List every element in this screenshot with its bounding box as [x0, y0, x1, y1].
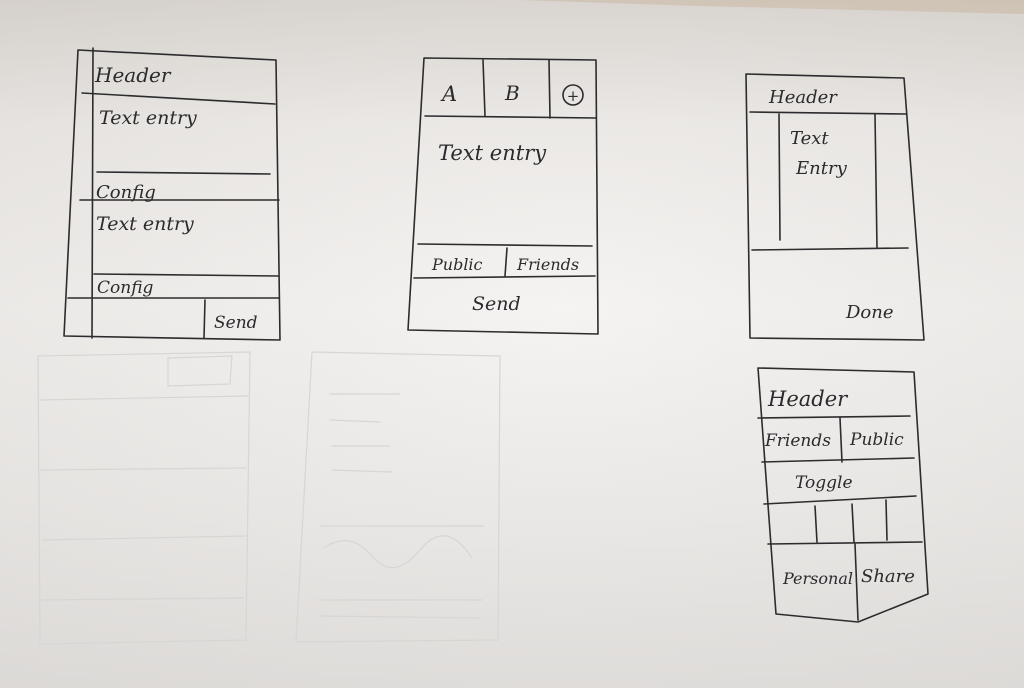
wireframe-1-header-label: Header [94, 63, 172, 87]
wireframe-1-config-label: Config [96, 182, 156, 203]
wireframe-4-public-label: Public [849, 430, 904, 450]
wireframe-1-text-entry-label: Text entry [96, 213, 194, 235]
wireframe-4-divider [761, 457, 915, 463]
wireframe-2-add-symbol: + [567, 87, 580, 105]
wireframe-4-header-label: Header [767, 387, 849, 411]
wireframe-4-friends-label: Friends [764, 431, 831, 451]
wireframe-1-left-margin [91, 47, 94, 339]
wireframe-1-outline [63, 49, 281, 341]
wireframe-1-divider [96, 171, 271, 175]
wireframe-4-divider [763, 495, 917, 505]
wireframe-4-personal-label: Personal [782, 569, 853, 588]
wireframe-2-text-entry-label: Text entry [438, 141, 547, 165]
wireframe-4-toggle-label: Toggle [795, 473, 853, 493]
wireframe-3: Header Text Entry Done [745, 73, 925, 341]
wireframe-2-divider [417, 243, 593, 247]
wireframe-1-divider [81, 92, 276, 105]
wireframe-3-divider [749, 111, 907, 115]
wireframe-3-entry-label: Entry [795, 158, 848, 179]
wireframe-4-divider [767, 541, 923, 545]
wireframe-2-send-label: Send [472, 293, 521, 315]
wireframe-2-divider [504, 247, 508, 277]
wireframe-3-divider [874, 113, 878, 249]
wireframe-2-tab-b-label: B [504, 81, 520, 105]
show-through-marks [37, 351, 501, 645]
wireframe-2: A B + Text entry Public Friends Send [407, 57, 599, 335]
wireframe-4-share-label: Share [861, 566, 915, 587]
wireframe-3-divider [751, 247, 909, 251]
wireframe-3-outline [745, 73, 925, 341]
add-icon [562, 84, 584, 106]
wireframe-1-divider [93, 273, 279, 277]
wireframe-4-divider [814, 499, 888, 543]
wireframe-4-divider [839, 417, 843, 463]
wireframe-2-divider [424, 115, 597, 119]
wireframe-1: Header Text entry Config Text entry Conf… [63, 47, 281, 341]
wireframe-4-outline [757, 367, 929, 623]
wireframe-2-outline [407, 57, 599, 335]
wireframe-2-tab-a-label: A [440, 82, 457, 106]
wireframe-2-divider [413, 275, 596, 279]
wireframe-3-header-label: Header [768, 87, 838, 108]
wireframe-4: Header Friends Public Toggle Personal Sh… [757, 367, 929, 623]
wireframe-2-friends-label: Friends [516, 255, 579, 274]
wireframe-2-divider [482, 59, 486, 117]
wireframe-2-public-label: Public [431, 255, 483, 274]
wireframe-1-text-entry-label: Text entry [99, 107, 197, 129]
wireframe-1-config-label: Config [97, 278, 154, 298]
wireframe-4-divider [854, 543, 859, 621]
wireframe-3-done-label: Done [845, 302, 894, 323]
wireframe-1-divider [203, 299, 206, 339]
wireframe-2-divider [548, 59, 551, 119]
wireframe-3-divider [778, 113, 781, 241]
wireframe-4-divider [757, 415, 911, 419]
wireframe-3-text-label: Text [790, 128, 829, 149]
wireframe-1-send-label: Send [214, 313, 258, 333]
